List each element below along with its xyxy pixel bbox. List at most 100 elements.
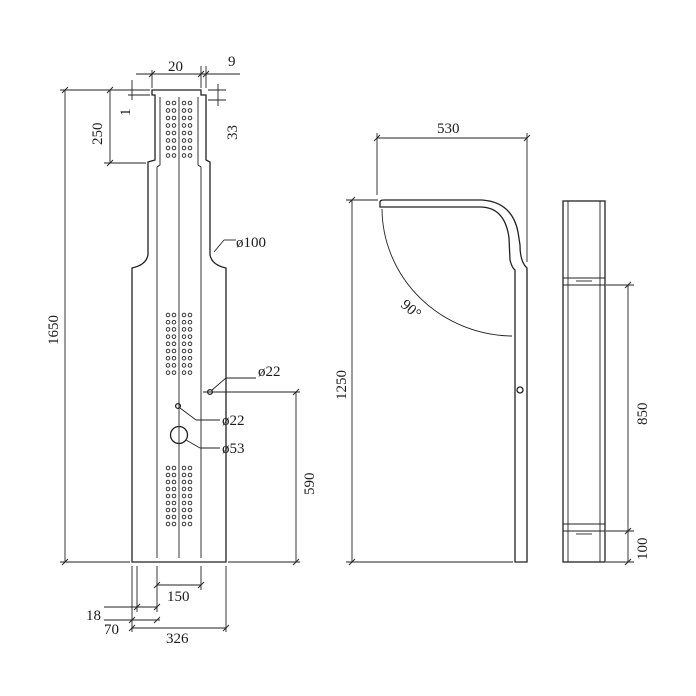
side-view: 90° 530 1250 — [334, 121, 531, 566]
nozzle-hole — [181, 370, 187, 375]
nozzle-hole — [171, 334, 177, 339]
dim-bottom-width: 326 — [166, 631, 189, 647]
nozzle-hole — [187, 341, 193, 347]
nozzle-hole — [165, 123, 171, 128]
dim-total-height: 1650 — [46, 315, 62, 345]
dim-hole-height: 590 — [302, 473, 318, 496]
nozzle-hole — [187, 363, 193, 368]
nozzle-hole — [187, 514, 193, 520]
dim-hole-upper: ø22 — [258, 364, 281, 380]
edge-panel-outline — [562, 200, 606, 563]
nozzle-hole — [171, 355, 177, 361]
dim-bottom-inner: 150 — [167, 589, 190, 605]
hole-middle — [174, 402, 182, 410]
nozzle-hole — [187, 465, 193, 471]
nozzle-hole — [187, 348, 193, 354]
nozzle-hole — [171, 348, 177, 354]
nozzle-hole — [171, 507, 177, 513]
nozzle-hole — [165, 341, 171, 347]
nozzle-hole — [171, 115, 177, 121]
edge-view: 850 100 — [562, 200, 651, 566]
nozzle-hole — [181, 115, 187, 121]
nozzle-hole — [187, 370, 193, 375]
nozzle-hole — [187, 521, 193, 527]
nozzle-hole — [165, 100, 171, 106]
nozzle-hole — [181, 341, 187, 347]
nozzle-hole — [187, 334, 193, 339]
nozzle-hole — [187, 355, 193, 361]
nozzle-hole — [171, 514, 177, 520]
front-panel-inner-left — [156, 97, 161, 558]
nozzle-hole — [181, 472, 187, 478]
nozzle-hole — [165, 145, 171, 151]
nozzle-hole — [181, 521, 187, 527]
nozzle-hole — [181, 138, 187, 143]
nozzle-hole — [171, 138, 177, 143]
nozzle-hole — [187, 486, 193, 492]
dim-hole-large: ø53 — [222, 441, 245, 457]
nozzle-hole — [165, 348, 171, 354]
nozzle-hole — [181, 514, 187, 520]
dim-top-width: 20 — [168, 59, 183, 75]
front-view: 20 9 250 1 33 ø100 1650 ø22 ø22 — [46, 54, 318, 647]
dim-edge-upper: 850 — [635, 403, 651, 426]
nozzle-hole — [171, 479, 177, 485]
front-panel-outline — [131, 89, 227, 563]
dim-top-offset: 9 — [228, 54, 236, 70]
nozzle-hole — [165, 493, 171, 499]
nozzle-hole — [165, 334, 171, 339]
nozzle-hole — [165, 363, 171, 368]
dim-upper-height: 250 — [90, 123, 106, 146]
nozzle-hole — [187, 479, 193, 485]
nozzle-hole — [181, 334, 187, 339]
nozzle-hole — [171, 521, 177, 527]
nozzle-hole — [171, 108, 177, 113]
dim-arm-reach: 530 — [437, 121, 460, 137]
nozzle-hole — [187, 493, 193, 499]
nozzle-hole — [187, 319, 193, 325]
nozzle-hole — [187, 507, 193, 513]
nozzle-hole — [165, 486, 171, 492]
nozzle-hole — [171, 100, 177, 106]
nozzle-hole — [187, 115, 193, 121]
side-panel-outline — [379, 199, 528, 563]
nozzle-hole — [171, 500, 177, 506]
nozzle-group-middle — [165, 312, 193, 375]
dim-neck-diameter: ø100 — [236, 235, 266, 251]
nozzle-hole — [165, 108, 171, 113]
nozzle-hole — [181, 108, 187, 113]
nozzle-hole — [181, 348, 187, 354]
nozzle-hole — [165, 355, 171, 361]
dim-edge-lower: 100 — [635, 538, 651, 561]
nozzle-hole — [187, 312, 193, 318]
nozzle-hole — [171, 370, 177, 375]
nozzle-hole — [187, 472, 193, 478]
nozzle-hole — [181, 327, 187, 332]
nozzle-hole — [165, 465, 171, 471]
nozzle-hole — [181, 100, 187, 106]
nozzle-hole — [181, 312, 187, 318]
nozzle-hole — [181, 363, 187, 368]
nozzle-hole — [171, 486, 177, 492]
nozzle-hole — [165, 472, 171, 478]
nozzle-hole — [181, 486, 187, 492]
hole-large — [169, 425, 189, 445]
nozzle-hole — [165, 479, 171, 485]
nozzle-hole — [165, 130, 171, 136]
nozzle-hole — [187, 153, 193, 158]
dim-top-gap: 1 — [118, 109, 134, 117]
nozzle-hole — [165, 115, 171, 121]
nozzle-hole — [165, 312, 171, 318]
nozzle-hole — [165, 500, 171, 506]
dim-bottom-left-2: 70 — [104, 622, 119, 638]
nozzle-hole — [171, 493, 177, 499]
nozzle-hole — [171, 327, 177, 332]
dim-hole-middle: ø22 — [222, 413, 245, 429]
nozzle-hole — [165, 138, 171, 143]
nozzle-hole — [181, 319, 187, 325]
dim-angle: 90° — [397, 297, 423, 323]
nozzle-hole — [181, 507, 187, 513]
front-panel-inner-right — [197, 97, 202, 558]
